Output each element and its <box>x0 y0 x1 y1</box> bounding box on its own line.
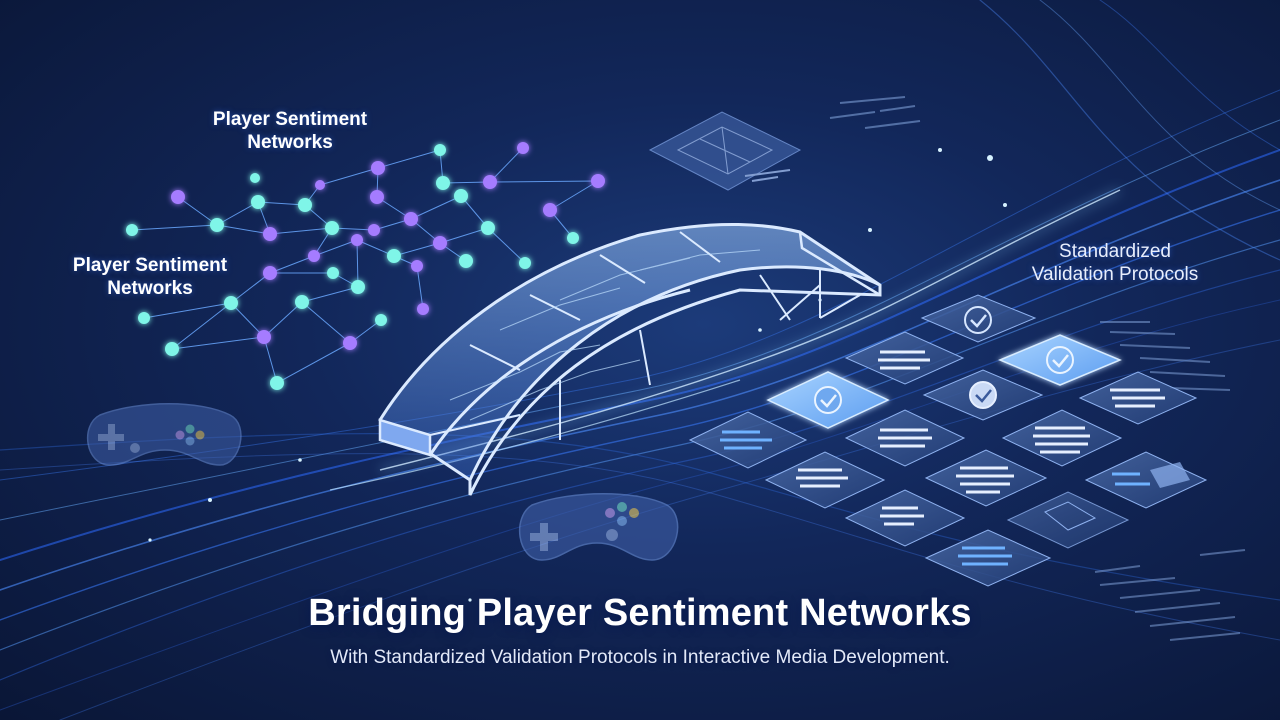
network-nodes <box>126 142 605 390</box>
bar-list-tile-icon <box>844 409 966 467</box>
bar-list-tile-icon <box>844 331 965 385</box>
bar-list-tile-icon <box>1078 371 1198 425</box>
chart-tile-icon <box>1084 451 1208 509</box>
text-dashes-top <box>829 96 921 129</box>
bar-list-tile-icon <box>688 411 808 469</box>
network-label-left: Player Sentiment Networks <box>50 254 250 300</box>
protocols-label-line2: Validation Protocols <box>1031 264 1199 285</box>
glass-bridge-icon <box>378 222 882 496</box>
network-label-top-line2: Networks <box>247 132 333 153</box>
chart-tile-icon <box>1006 491 1130 549</box>
page-subtitle: With Standardized Validation Protocols i… <box>330 647 950 668</box>
network-label-top: Player Sentiment Networks <box>190 108 390 154</box>
checkmark-tile-icon <box>766 371 890 429</box>
sparkles <box>148 148 1007 602</box>
floating-window-panel <box>648 111 802 191</box>
bar-list-tile-icon <box>924 529 1052 587</box>
gamepad-icon-2 <box>518 493 679 561</box>
validation-tiles <box>688 294 1208 587</box>
bar-list-tile-icon <box>844 489 966 547</box>
network-label-left-line1: Player Sentiment <box>72 255 228 276</box>
page-title: Bridging Player Sentiment Networks <box>308 592 972 634</box>
protocols-label: Standardized Validation Protocols <box>1000 240 1230 286</box>
stream-highlight <box>329 187 1122 491</box>
bar-list-tile-icon <box>764 451 886 509</box>
checkmark-tile-icon <box>920 294 1037 343</box>
checkmark-tile-icon <box>998 334 1122 386</box>
network-label-left-line2: Networks <box>107 278 193 299</box>
bar-list-tile-icon <box>1001 409 1123 467</box>
checkmark-tile-icon <box>922 369 1044 421</box>
bar-list-tile-icon <box>924 449 1048 507</box>
gamepad-icon <box>86 403 242 466</box>
text-dashes-right <box>1094 321 1246 641</box>
protocols-label-line1: Standardized <box>1059 241 1171 262</box>
network-label-top-line1: Player Sentiment <box>212 109 368 130</box>
